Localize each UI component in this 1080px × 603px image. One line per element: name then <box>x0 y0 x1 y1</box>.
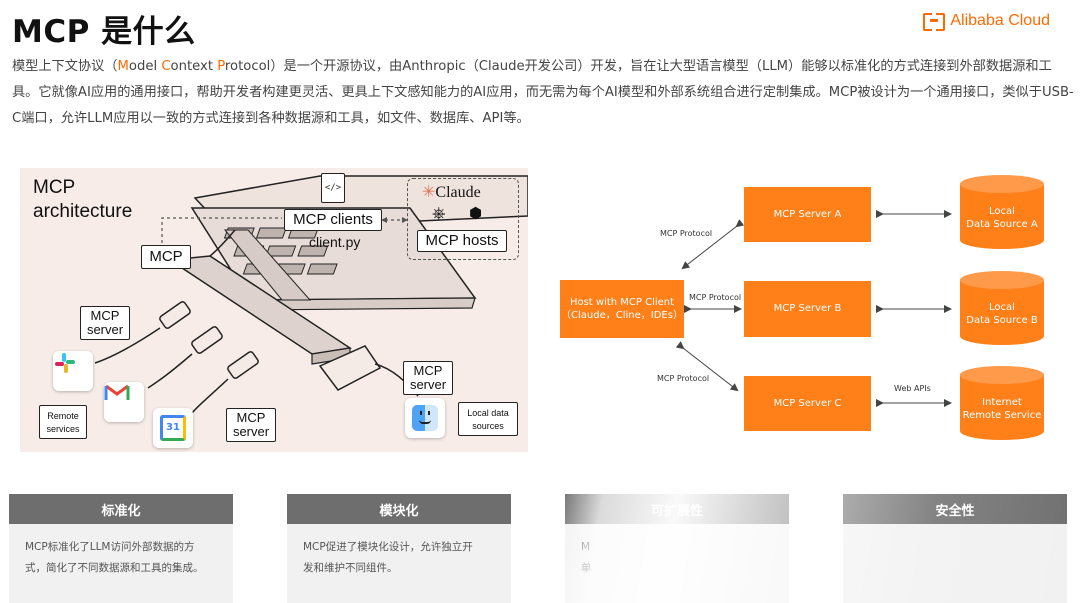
logo-text: Alibaba Cloud <box>950 12 1050 29</box>
mcp-clients-label: MCP clients <box>284 209 382 231</box>
mcp-protocol-label-b: MCP Protocol <box>689 293 742 302</box>
mcp-server-b: MCP Server B <box>744 281 871 337</box>
slack-icon <box>53 351 93 391</box>
card-title: 可扩展性 <box>565 494 789 524</box>
laptop-and-cables-drawing <box>94 175 528 419</box>
mcp-protocol-label-c: MCP Protocol <box>657 374 710 383</box>
page-title: MCP 是什么 <box>12 14 196 50</box>
claude-logo: ✳Claude <box>422 184 481 201</box>
card-standardization: 标准化 MCP标准化了LLM访问外部数据的方式，简化了不同数据源和工具的集成。 <box>9 494 233 603</box>
card-body: MCP标准化了LLM访问外部数据的方式，简化了不同数据源和工具的集成。 <box>9 524 233 603</box>
web-apis-label: Web APIs <box>894 384 931 393</box>
mcp-hosts-label: MCP hosts <box>417 230 507 252</box>
alibaba-cloud-logo: Alibaba Cloud <box>923 12 1050 31</box>
card-body: MCP促进了模块化设计，允许独立开发和维护不同组件。 <box>287 524 511 603</box>
diagram-arrows <box>675 210 952 407</box>
intro-paragraph: 模型上下文协议（Model Context Protocol）是一个开源协议，由… <box>12 59 1074 126</box>
google-calendar-icon: 31 <box>153 408 193 448</box>
mcp-architecture-illustration: MCP architecture </> MCP clients client.… <box>20 168 528 452</box>
mcp-protocol-label-a: MCP Protocol <box>660 229 713 238</box>
file-code-icon: </> <box>321 173 345 203</box>
card-modularity: 模块化 MCP促进了模块化设计，允许独立开发和维护不同组件。 <box>287 494 511 603</box>
claude-logo-icon: ✳ <box>422 184 436 201</box>
cursor-logo-icon: ⬢ <box>469 205 483 222</box>
mcp-hosts-group <box>407 178 519 260</box>
openai-logo-icon: ⎈ <box>432 204 446 223</box>
architecture-heading: MCP architecture <box>33 177 133 222</box>
mcp-flow-diagram: MCP Protocol MCP Protocol MCP Protocol W… <box>545 168 1065 458</box>
card-title: 标准化 <box>9 494 233 524</box>
alibaba-cloud-logo-icon <box>923 13 946 31</box>
host-with-mcp-client: Host with MCP Client（Claude，Cline，IDEs） <box>560 280 684 338</box>
client-file-label: client.py <box>309 234 361 250</box>
finder-icon <box>405 398 445 438</box>
card-title: 模块化 <box>287 494 511 524</box>
mcp-label: MCP <box>141 245 191 269</box>
card-security: 安全性 <box>843 494 1067 603</box>
card-title: 安全性 <box>843 494 1067 524</box>
gmail-icon <box>104 382 144 422</box>
mcp-server-c: MCP Server C <box>744 376 871 431</box>
card-body <box>843 524 1067 603</box>
mcp-server-a: MCP Server A <box>744 187 871 242</box>
